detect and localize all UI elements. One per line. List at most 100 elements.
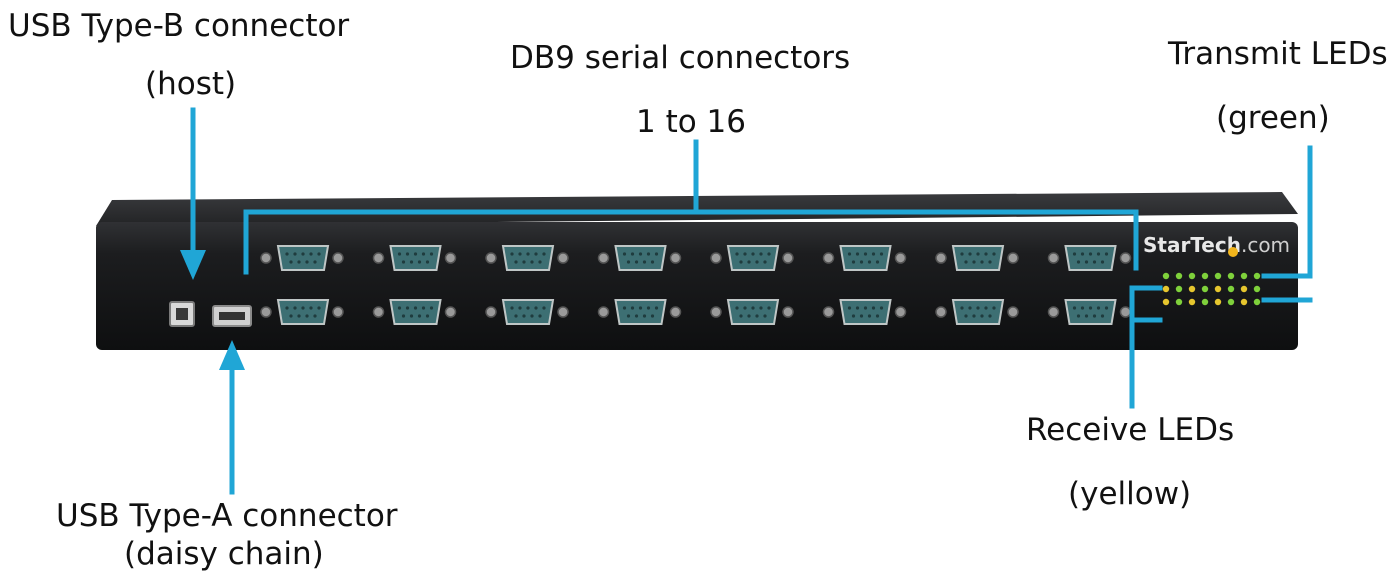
transmit-leds-label-line1: Transmit LEDs	[1168, 36, 1388, 72]
db9-screw	[597, 306, 610, 318]
db9-pin	[871, 252, 876, 256]
db9-shell	[839, 245, 892, 271]
db9-port	[372, 245, 457, 271]
db9-pin	[630, 252, 635, 256]
db9-pin	[421, 252, 426, 256]
transmit-led	[1175, 272, 1183, 280]
db9-pin	[867, 260, 872, 264]
db9-pin	[642, 314, 647, 318]
transmit-led	[1240, 272, 1248, 280]
db9-screw	[710, 306, 722, 318]
db9-pin	[538, 260, 542, 264]
receive-led	[1162, 285, 1170, 293]
db9-pin	[401, 314, 406, 318]
db9-pin	[855, 306, 860, 310]
db9-pin	[735, 306, 739, 310]
db9-pin	[1092, 260, 1097, 264]
usb-type-b-arrowhead	[180, 250, 206, 280]
db9-pin	[626, 260, 631, 264]
usb-type-a-sublabel: (daisy chain)	[124, 536, 324, 572]
receive-led	[1162, 298, 1170, 306]
db9-pin	[763, 314, 767, 318]
db9-pin	[992, 252, 996, 256]
receive-leds-pointer-line	[1129, 285, 1163, 409]
receive-led	[1188, 298, 1196, 306]
db9-pin	[743, 306, 747, 310]
db9-port	[372, 299, 457, 325]
db9-screw	[822, 252, 835, 264]
transmit-leds-sublabel: (green)	[1216, 100, 1330, 136]
chassis-front-face	[96, 222, 1298, 350]
db9-pin	[984, 252, 988, 256]
db9-pin	[530, 314, 534, 318]
db9-screw	[260, 306, 272, 318]
transmit-led	[1175, 285, 1183, 293]
db9-pin	[980, 260, 984, 264]
db9-port	[1047, 299, 1132, 325]
db9-pin	[976, 252, 980, 256]
db9-pin	[530, 260, 534, 264]
db9-pin	[522, 314, 526, 318]
db9-port	[260, 299, 344, 325]
transmit-led	[1162, 272, 1170, 280]
db9-label-line1: DB9 serial connectors	[510, 40, 851, 76]
db9-screw	[597, 252, 610, 264]
transmit-led	[1201, 285, 1209, 293]
db9-pin	[317, 252, 321, 256]
db9-pin	[1092, 314, 1097, 318]
usb-type-a-arrowhead	[219, 340, 245, 370]
db9-pin	[1100, 260, 1105, 264]
db9-pin	[859, 260, 864, 264]
db9-screw	[485, 252, 497, 264]
db9-port	[935, 245, 1019, 271]
receive-leds-label: Receive LEDs	[1026, 412, 1234, 448]
db9-pin	[1084, 314, 1089, 318]
db9-pin	[313, 314, 317, 318]
db9-screw	[782, 306, 794, 318]
db9-shell	[389, 245, 442, 271]
db9-pin	[988, 260, 992, 264]
db9-pin	[743, 252, 747, 256]
db9-pin	[751, 252, 755, 256]
db9-pin	[305, 260, 309, 264]
db9-pin	[879, 306, 884, 310]
db9-port	[1047, 245, 1132, 271]
db9-pin	[654, 306, 659, 310]
db9-pin	[429, 252, 434, 256]
db9-screw	[1119, 252, 1132, 264]
db9-shell	[276, 245, 330, 271]
db9-pin	[1096, 252, 1101, 256]
db9-pin	[417, 260, 422, 264]
db9-screw	[557, 306, 569, 318]
db9-shell	[614, 299, 667, 325]
db9-pin	[630, 306, 635, 310]
db9-pin	[409, 260, 414, 264]
db9-pin	[542, 306, 546, 310]
db9-pin	[984, 306, 988, 310]
db9-pin	[759, 306, 763, 310]
db9-pin	[397, 252, 402, 256]
db9-port	[485, 299, 569, 325]
transmit-led	[1227, 272, 1235, 280]
db9-port	[710, 299, 794, 325]
db9-pin	[960, 252, 964, 256]
db9-screw	[1119, 306, 1132, 318]
transmit-leds-label: Transmit LEDs	[1168, 36, 1388, 72]
db9-pin	[847, 252, 852, 256]
db9-shell	[1064, 299, 1117, 325]
annotation-lines	[190, 107, 1313, 495]
db9-pin	[417, 314, 422, 318]
db9-pin	[634, 260, 639, 264]
db9-pin	[867, 314, 872, 318]
db9-screw	[669, 252, 682, 264]
receive-led	[1240, 285, 1248, 293]
db9-pin	[755, 314, 759, 318]
db9-port	[710, 245, 794, 271]
db9-pin	[285, 306, 289, 310]
db9-pin	[289, 314, 293, 318]
db9-pin	[751, 306, 755, 310]
db9-pin	[293, 306, 297, 310]
db9-pin	[988, 314, 992, 318]
receive-leds-label-line1: Receive LEDs	[1026, 412, 1235, 448]
db9-pin	[538, 314, 542, 318]
